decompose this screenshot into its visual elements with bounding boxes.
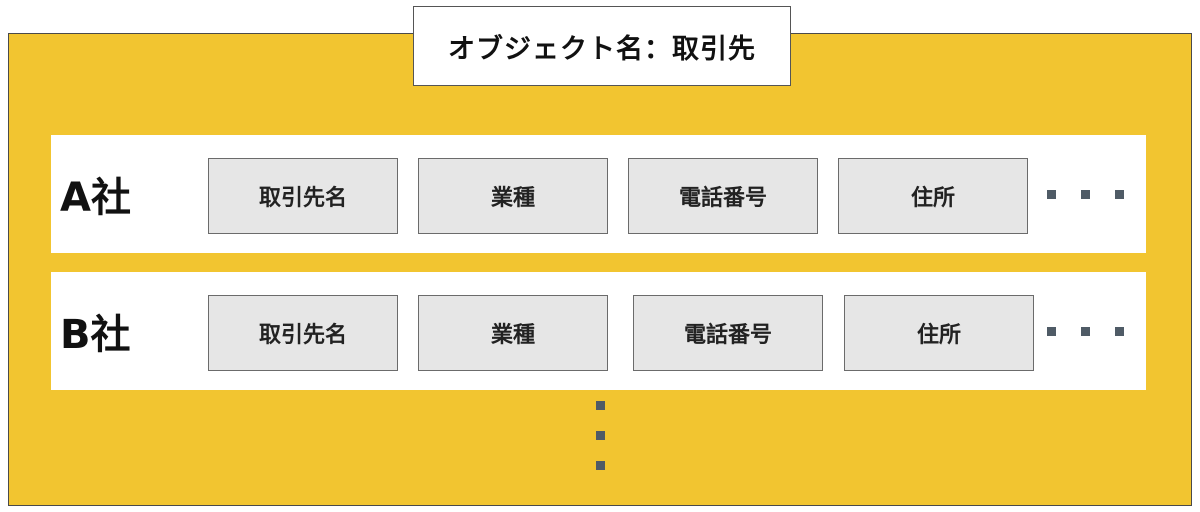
record-label: B社	[60, 312, 131, 358]
field-industry: 業種	[418, 158, 608, 234]
record-label: A社	[60, 175, 131, 221]
ellipsis-dot	[1081, 189, 1090, 199]
ellipsis-dot	[1047, 189, 1056, 199]
ellipsis-dot	[1115, 189, 1124, 199]
object-title: オブジェクト名：取引先	[413, 6, 791, 86]
ellipsis-dot	[1081, 326, 1090, 336]
more-records-ellipsis	[596, 401, 605, 470]
more-fields-ellipsis	[1047, 135, 1124, 253]
field-account-name: 取引先名	[208, 295, 398, 371]
record-row-b: B社 取引先名 業種 電話番号 住所	[51, 272, 1146, 390]
field-address: 住所	[844, 295, 1034, 371]
field-account-name: 取引先名	[208, 158, 398, 234]
record-row-a: A社 取引先名 業種 電話番号 住所	[51, 135, 1146, 253]
more-fields-ellipsis	[1047, 272, 1124, 390]
field-phone: 電話番号	[633, 295, 823, 371]
field-address: 住所	[838, 158, 1028, 234]
field-industry: 業種	[418, 295, 608, 371]
ellipsis-dot	[596, 431, 605, 440]
ellipsis-dot	[596, 401, 605, 410]
field-phone: 電話番号	[628, 158, 818, 234]
ellipsis-dot	[596, 461, 605, 470]
ellipsis-dot	[1047, 326, 1056, 336]
ellipsis-dot	[1115, 326, 1124, 336]
object-container	[8, 33, 1192, 506]
